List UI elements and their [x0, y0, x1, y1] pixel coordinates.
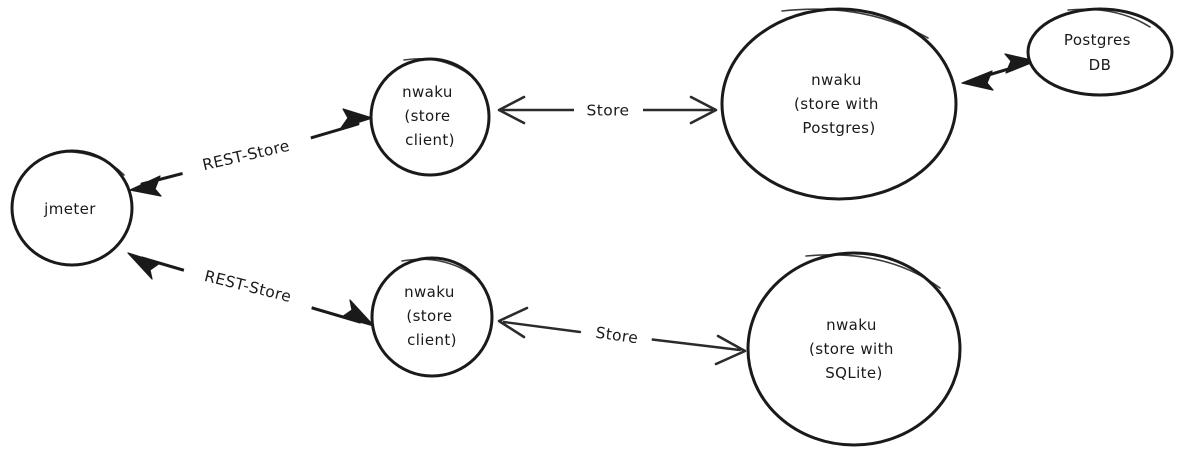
node-jmeter-shape [10, 149, 134, 267]
node-nwaku-store-postgres-sketch-stroke [781, 8, 929, 39]
node-nwaku-store-client-top-line-0: nwaku [402, 83, 453, 101]
edge-label-store-bottom-backing [581, 318, 654, 352]
node-jmeter-sketch-stroke [56, 150, 125, 176]
edge-store-bottom-arrowhead-end [714, 334, 747, 366]
edge-store-top[interactable] [497, 95, 718, 125]
edge-rest-store-top-arrowhead-start [129, 175, 162, 197]
node-nwaku-store-client-bottom-line-1: (store [406, 307, 452, 325]
node-nwaku-store-postgres-shape [720, 7, 958, 201]
edge-store-bottom-line-left [502, 320, 582, 334]
node-nwaku-store-client-top-sketch-stroke [403, 57, 471, 76]
edge-label-store-top-backing [574, 98, 643, 122]
node-nwaku-store-postgres-line-2: Postgres) [802, 119, 875, 137]
edge-postgres-db-arrowhead-start [961, 70, 994, 91]
edge-postgres-db[interactable] [961, 53, 1037, 91]
node-nwaku-store-client-bottom[interactable]: nwaku (store client) [370, 256, 494, 378]
node-nwaku-store-postgres[interactable]: nwaku (store with Postgres) [720, 7, 958, 201]
edge-label-store-top: Store [574, 98, 643, 122]
node-postgres-db[interactable]: Postgres DB [1026, 7, 1174, 97]
edge-label-rest-store-top-backing [178, 127, 315, 183]
node-nwaku-store-sqlite-line-2: SQLite) [825, 364, 883, 382]
node-nwaku-store-sqlite-shape [746, 251, 962, 447]
node-nwaku-store-client-top[interactable]: nwaku (store client) [369, 57, 491, 177]
edge-rest-store-top-arrowhead-end [340, 108, 373, 129]
node-nwaku-store-sqlite-label: nwaku (store with SQLite) [809, 316, 899, 382]
node-nwaku-store-client-bottom-shape [370, 256, 494, 378]
node-nwaku-store-sqlite-line-1: (store with [809, 340, 894, 358]
node-nwaku-store-client-bottom-sketch-stroke [401, 258, 475, 277]
edge-label-store-top-text: Store [587, 102, 630, 120]
edge-store-bottom-arrowhead-start [497, 306, 529, 339]
edge-label-rest-store-top: REST-Store [178, 127, 315, 183]
node-nwaku-store-client-bottom-line-2: client) [407, 331, 457, 349]
node-postgres-db-shape [1026, 7, 1174, 97]
node-jmeter-line-0: jmeter [43, 200, 96, 218]
edge-store-bottom-line-right [646, 337, 742, 352]
node-nwaku-store-postgres-label: nwaku (store with Postgres) [794, 71, 884, 137]
edge-store-bottom[interactable] [497, 306, 747, 366]
node-nwaku-store-postgres-line-0: nwaku [811, 71, 862, 89]
node-postgres-db-line-1: DB [1089, 56, 1112, 74]
edge-label-store-bottom-text: Store [594, 324, 639, 348]
node-nwaku-store-postgres-line-1: (store with [794, 95, 879, 113]
edge-store-top-arrowhead-end [689, 95, 718, 125]
node-nwaku-store-client-bottom-label: nwaku (store client) [404, 283, 460, 349]
node-nwaku-store-client-bottom-line-0: nwaku [404, 283, 455, 301]
edge-label-rest-store-bottom: REST-Store [180, 257, 317, 315]
edge-rest-store-bottom-arrowhead-start [127, 252, 161, 280]
node-postgres-db-sketch-stroke [1067, 8, 1151, 28]
edge-label-store-bottom: Store [581, 318, 654, 352]
edge-rest-store-bottom-arrowhead-end [341, 299, 375, 327]
node-nwaku-store-sqlite-line-0: nwaku [826, 316, 877, 334]
node-jmeter[interactable]: jmeter [10, 149, 134, 267]
node-postgres-db-line-0: Postgres [1064, 31, 1131, 49]
node-nwaku-store-sqlite-sketch-stroke [805, 254, 941, 289]
node-nwaku-store-client-top-label: nwaku (store client) [402, 83, 458, 149]
node-nwaku-store-client-top-line-1: (store [404, 107, 450, 125]
edge-store-top-arrowhead-start [497, 95, 526, 125]
node-nwaku-store-client-top-line-2: client) [405, 131, 455, 149]
node-nwaku-store-sqlite[interactable]: nwaku (store with SQLite) [746, 251, 962, 447]
node-jmeter-label: jmeter [43, 200, 96, 218]
edge-postgres-db-arrowhead-end [1004, 53, 1037, 74]
edge-label-rest-store-bottom-backing [180, 257, 317, 315]
node-postgres-db-label: Postgres DB [1064, 31, 1136, 74]
